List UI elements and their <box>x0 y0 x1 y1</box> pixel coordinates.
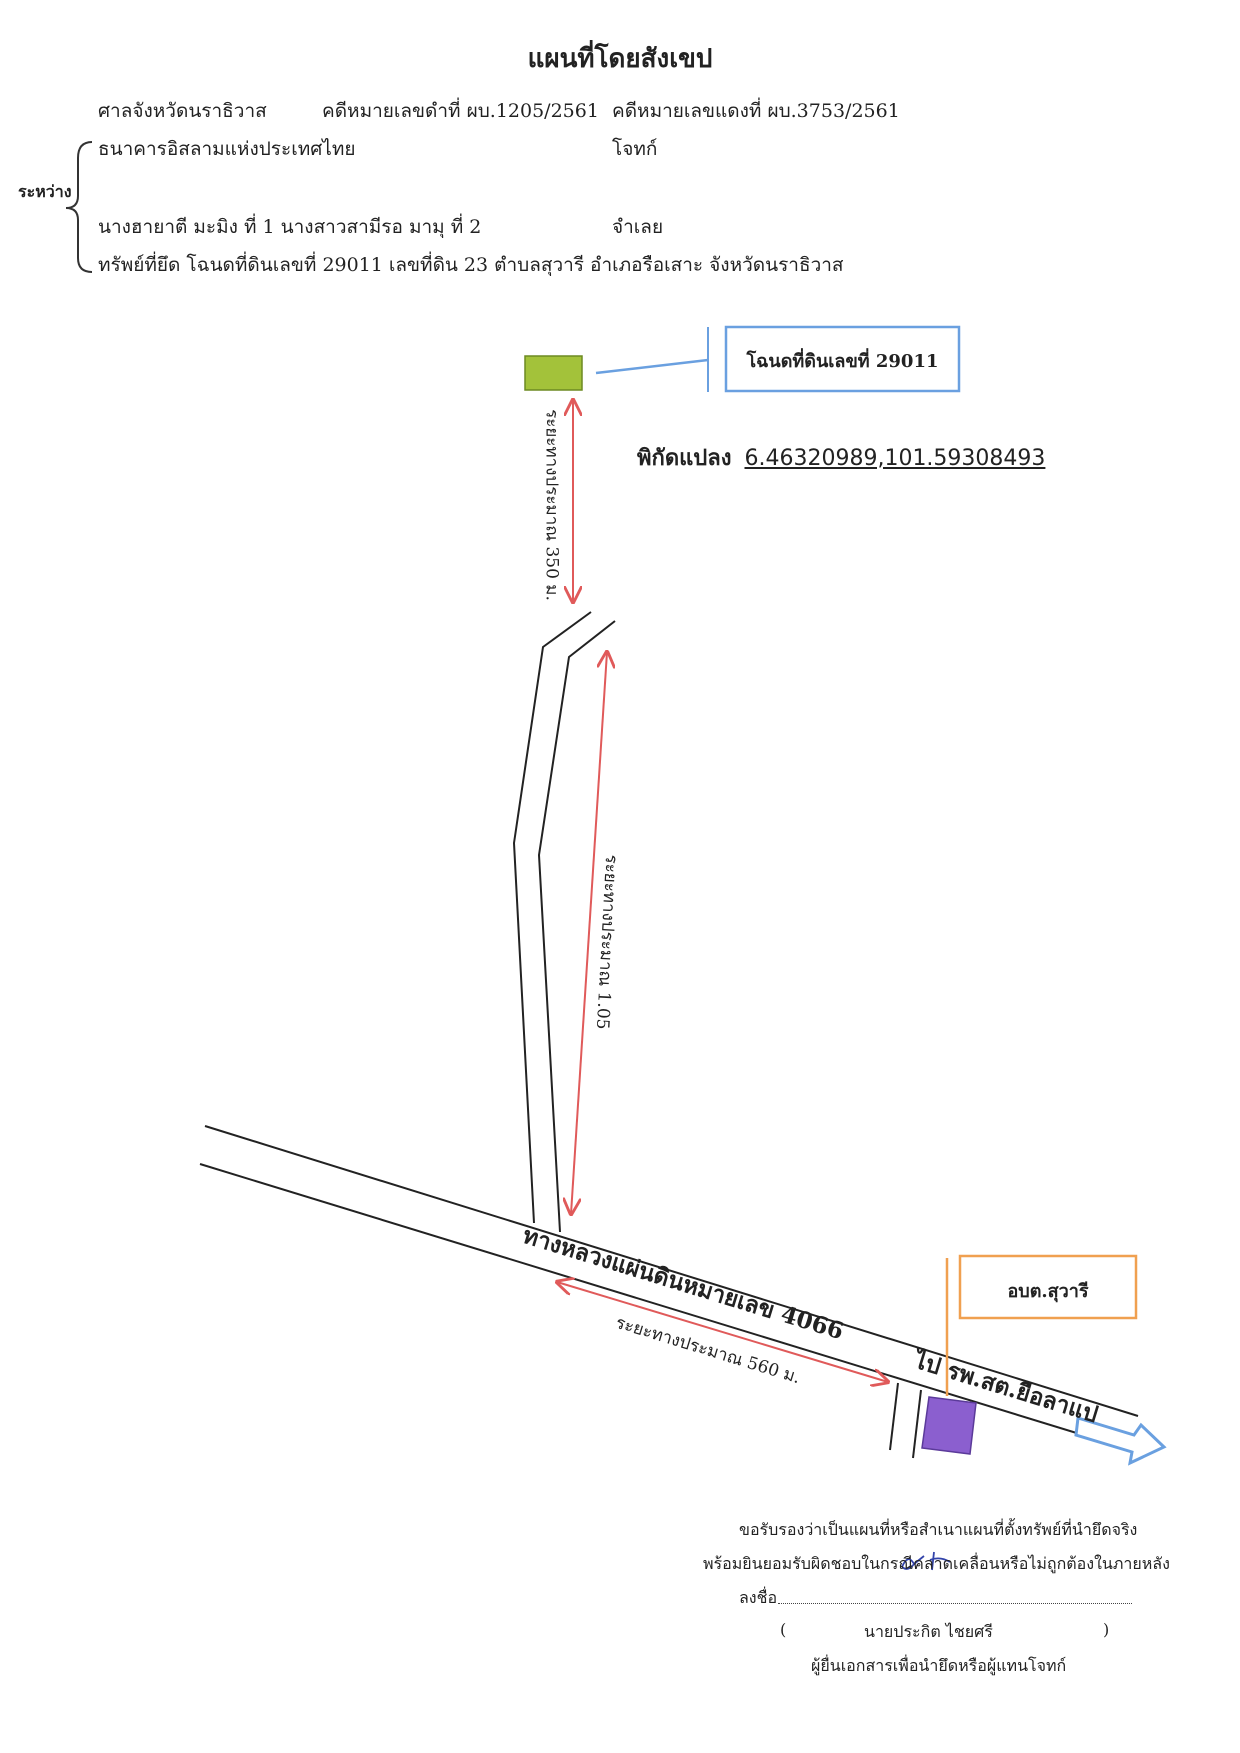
distance-label-1: ระยะทางประมาณ 350 ม. <box>541 409 562 601</box>
distance-arrow-2 <box>571 652 607 1214</box>
between-brace <box>65 141 93 273</box>
parcel-marker <box>524 355 583 391</box>
black-case-number: คดีหมายเลขดำที่ ผบ.1205/2561 <box>322 100 599 122</box>
signature-mark <box>901 1551 951 1571</box>
name-paren-open: ( <box>780 1620 787 1639</box>
coord-label: พิกัดแปลง <box>637 446 732 471</box>
page-title: แผนที่โดยสังเขป <box>527 44 713 74</box>
court-name: ศาลจังหวัดนราธิวาส <box>98 100 267 122</box>
side-road-left-edge <box>512 611 592 1224</box>
certification-line-2: พร้อมยินยอมรับผิดชอบในกรณีคลาดเคลื่อนหรื… <box>703 1554 1170 1573</box>
defendant-names: นางฮายาตี มะมิง ที่ 1 นางสาวสามีรอ มามุ … <box>98 216 482 238</box>
certification-line-1: ขอรับรองว่าเป็นแผนที่หรือสำเนาแผนที่ตั้ง… <box>739 1520 1138 1539</box>
plaintiff-role: โจทก์ <box>612 138 658 160</box>
office-label: อบต.สุวารี <box>1007 1281 1089 1302</box>
red-case-number: คดีหมายเลขแดงที่ ผบ.3753/2561 <box>612 100 900 122</box>
between-label: ระหว่าง <box>18 182 72 201</box>
signature-line <box>778 1603 1132 1604</box>
office-label-box <box>958 1254 1138 1320</box>
direction-arrow-icon <box>1074 1416 1167 1466</box>
coord-value: 6.46320989,101.59308493 <box>744 446 1046 471</box>
office-marker <box>921 1396 977 1455</box>
side-road-right-edge <box>537 620 616 1233</box>
highway-upper-edge <box>204 1125 1139 1417</box>
distance-arrow-3 <box>557 1282 888 1382</box>
parcel-label-box <box>724 325 961 393</box>
branch-road-left <box>889 1382 899 1451</box>
plaintiff-name: ธนาคารอิสลามแห่งประเทศไทย <box>98 138 356 160</box>
seized-property: ทรัพย์ที่ยึด โฉนดที่ดินเลขที่ 29011 เลขท… <box>98 254 844 276</box>
defendant-role: จำเลย <box>612 216 664 238</box>
branch-road-right <box>912 1389 922 1459</box>
parcel-leader-line <box>595 358 709 375</box>
name-paren-close: ) <box>1103 1620 1110 1639</box>
parcel-coordinates: พิกัดแปลง 6.46320989,101.59308493 <box>637 440 1045 475</box>
parcel-label: โฉนดที่ดินเลขที่ 29011 <box>746 351 939 372</box>
signer-name: นายประกิต ไชยศรี <box>864 1622 993 1641</box>
sign-label: ลงชื่อ <box>739 1588 778 1607</box>
signer-role: ผู้ยื่นเอกสารเพื่อนำยึดหรือผู้แทนโจทก์ <box>811 1656 1067 1675</box>
